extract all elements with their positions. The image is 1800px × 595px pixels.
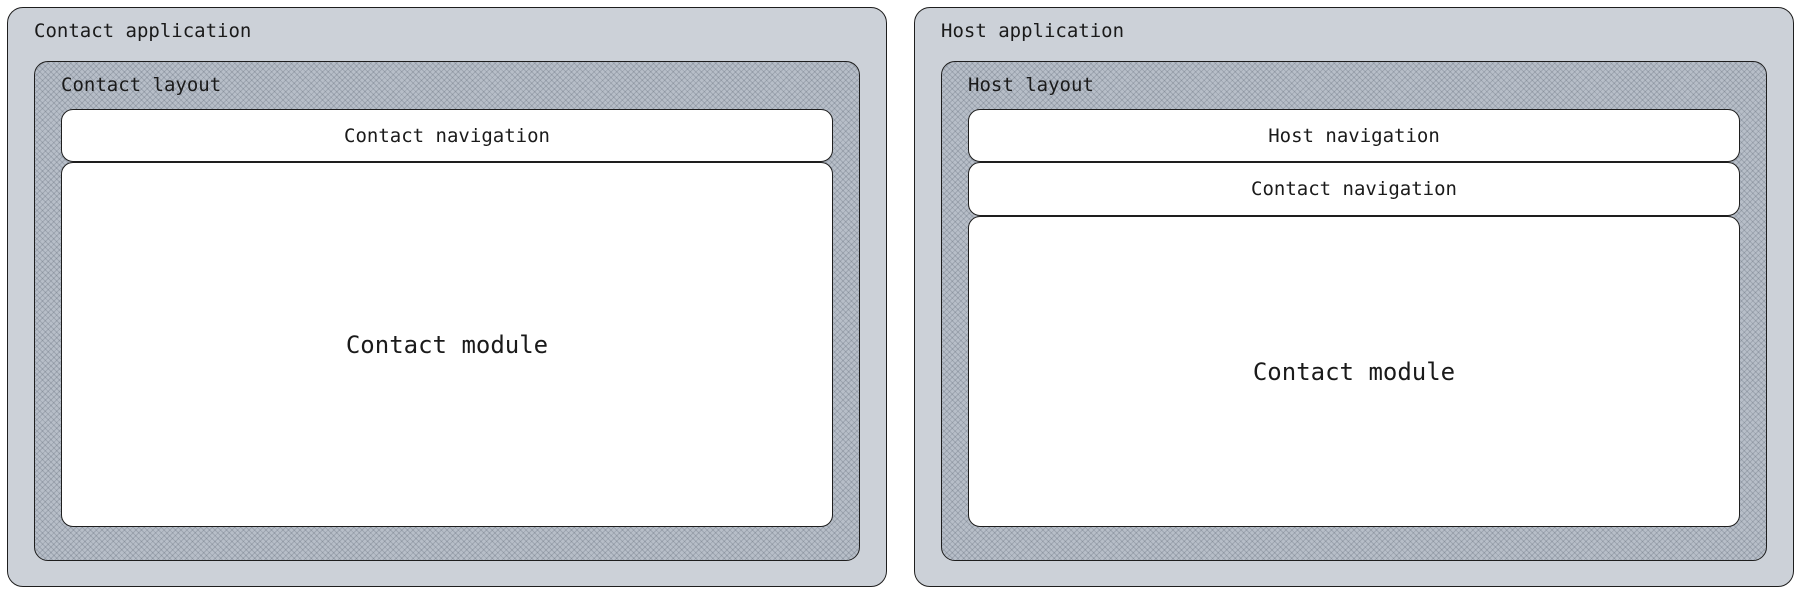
host-contact-module: Contact module [968, 216, 1740, 527]
host-layout-title: Host layout [968, 74, 1094, 96]
host-application-title: Host application [941, 20, 1125, 42]
contact-module: Contact module [61, 162, 833, 527]
contact-application: Contact application Contact layout Conta… [7, 7, 887, 587]
contact-navigation: Contact navigation [61, 109, 833, 162]
contact-application-title: Contact application [34, 20, 252, 42]
contact-layout: Contact layout Contact navigation Contac… [34, 61, 860, 561]
contact-layout-title: Contact layout [61, 74, 222, 96]
host-application: Host application Host layout Host naviga… [914, 7, 1794, 587]
host-navigation: Host navigation [968, 109, 1740, 162]
host-layout: Host layout Host navigation Contact navi… [941, 61, 1767, 561]
host-contact-navigation: Contact navigation [968, 162, 1740, 216]
